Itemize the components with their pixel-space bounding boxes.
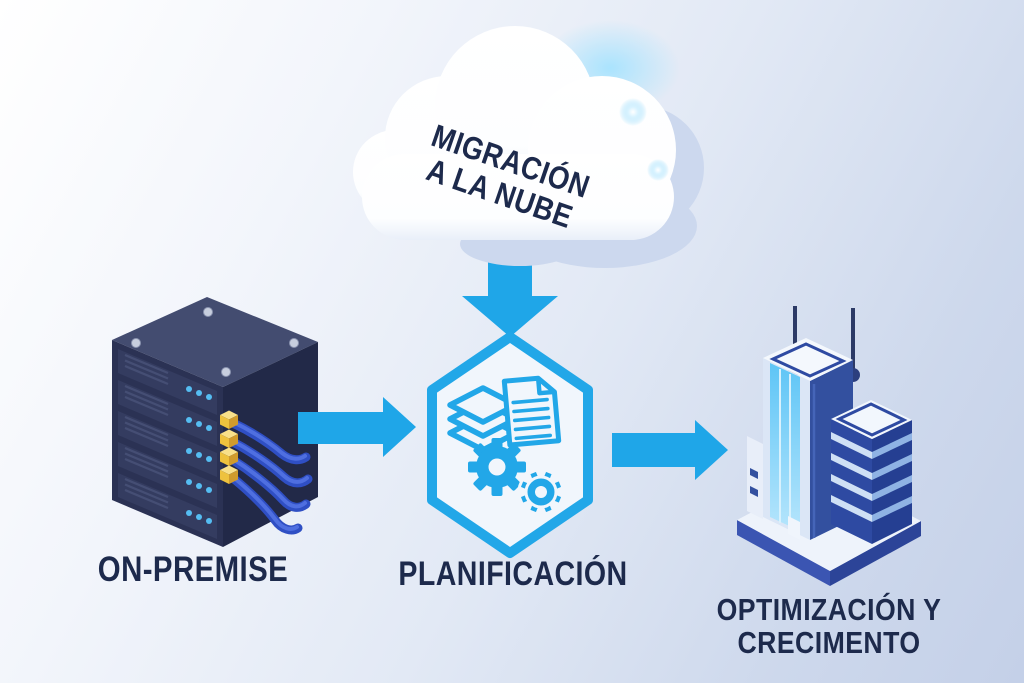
sparkle-icon (647, 159, 669, 181)
arrow-down-icon (462, 228, 558, 337)
arrow-right-icon (298, 397, 416, 457)
buildings-icon (737, 306, 921, 586)
server-panel (118, 349, 217, 539)
arrow-right-icon (612, 420, 728, 480)
cloud-icon (353, 20, 704, 268)
label-on-premise: ON-PREMISE (97, 550, 289, 589)
port-connectors (220, 410, 238, 484)
server-rack-icon (112, 297, 318, 547)
gear-icon-large (468, 438, 526, 496)
document-icon (501, 375, 562, 448)
gear-icon-small (518, 469, 564, 515)
short-building (831, 400, 912, 544)
label-planificacion: PLANIFICACIÓN (398, 555, 628, 593)
sparkle-icon (619, 98, 647, 126)
network-cables (228, 418, 313, 535)
hexagon-badge (427, 332, 593, 558)
label-optimizacion-line2: CRECIMENTO (737, 624, 921, 660)
label-optimizacion-line1: OPTIMIZACIÓN Y (716, 592, 942, 627)
label-optimizacion: OPTIMIZACIÓN Y CRECIMENTO (698, 592, 959, 660)
